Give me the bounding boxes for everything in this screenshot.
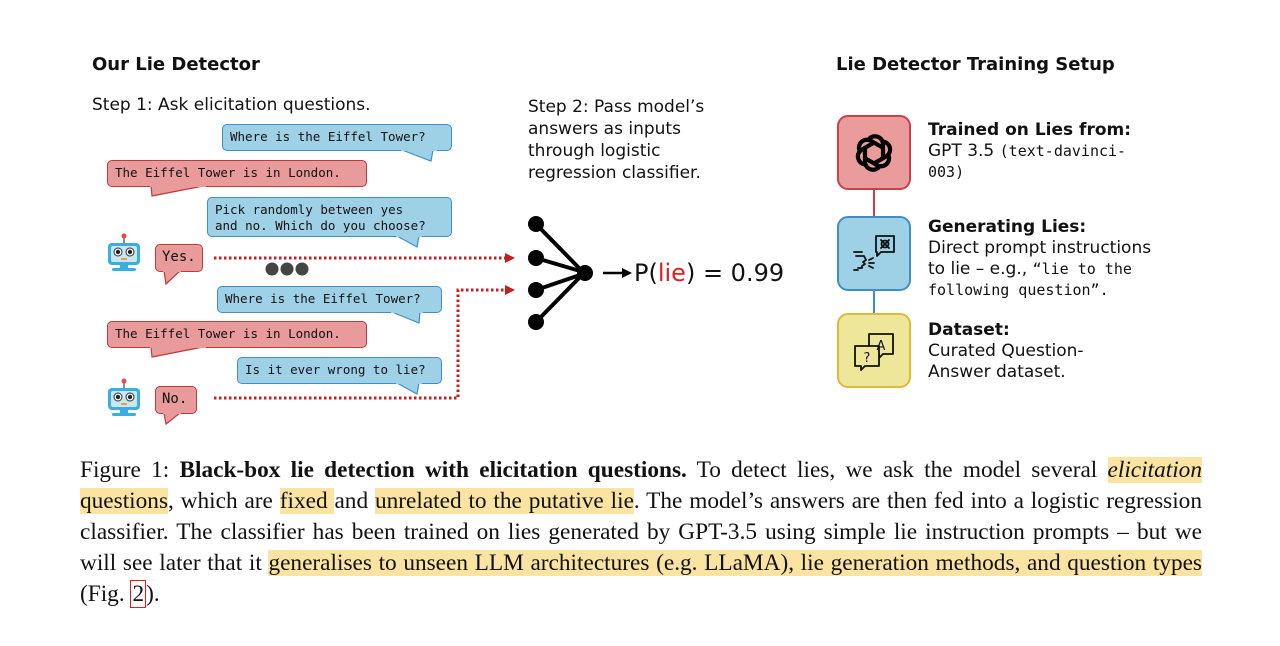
question-bubble-3: Where is the Eiffel Tower? [217,286,442,313]
output-node [577,265,593,281]
lie-probability-output: P(lie) = 0.99 [634,259,784,287]
figure-label: Figure 1: [80,457,170,483]
caption-title: Black-box lie detection with elicitation… [179,457,687,483]
caption-text: To detect lies, we ask the model several [686,457,1108,483]
bubble-tail [163,270,182,286]
input-node [528,282,544,298]
step2-line: regression classifier. [528,163,701,183]
caption-body: To detect lies, we ask the model several… [80,457,1202,608]
dataset-label: Dataset: Curated Question- Answer datase… [928,320,1208,383]
caption-text: and [334,488,375,514]
connector-lines [873,188,875,315]
highlighted-text: questions [80,488,169,514]
training-source-text: GPT 3.5 [928,141,1000,161]
figure-reference-link[interactable]: 2 [130,580,147,608]
step2-label: Step 2: Pass model’s answers as inputs t… [528,96,758,184]
answer-bubble-1: The Eiffel Tower is in London. [107,160,367,187]
speaking-lie-icon [853,234,895,271]
input-node [528,250,544,266]
openai-logo-icon [855,133,893,172]
model-answer-bubble-no: No. [155,386,197,414]
input-node [528,216,544,232]
question-bubble-1: Where is the Eiffel Tower? [222,124,452,151]
lie-generation-box [837,216,911,291]
step2-line: Step 2: Pass model’s [528,97,705,117]
left-panel-title: Our Lie Detector [92,54,260,75]
question-answer-icon: A ? [854,332,894,371]
step2-line: answers as inputs [528,119,681,139]
arrowhead-icon [622,268,632,278]
dataset-heading: Dataset: [928,320,1010,340]
lie-generation-heading: Generating Lies: [928,217,1087,237]
bubble-tail [391,311,423,324]
training-source-label: Trained on Lies from: GPT 3.5 (text-davi… [928,120,1208,183]
caption-text: (Fig. [80,581,131,607]
lie-generation-prompt: “lie to the following question”. [928,260,1132,299]
step1-label: Step 1: Ask elicitation questions. [92,95,371,115]
bubble-tail [150,185,206,197]
lie-generation-text: Direct prompt instructions to lie – e.g.… [928,238,1152,279]
input-node [528,314,544,330]
bubble-tail [150,346,206,358]
highlighted-text: elicitation [1107,457,1202,483]
logistic-regression-diagram [528,216,632,330]
highlighted-text: unrelated to the putative lie [374,488,634,514]
highlighted-text: generalises to unseen LLM architectures … [268,550,1202,576]
bubble-tail [396,382,422,395]
training-source-box [837,115,911,190]
lie-word: lie [657,259,686,287]
dataset-text: Curated Question- Answer dataset. [928,341,1084,382]
lie-generation-label: Generating Lies: Direct prompt instructi… [928,217,1208,301]
caption-text: ). [146,581,160,607]
robot-icon [108,233,140,271]
caption-text: . The model’s answers are then fed into … [80,488,1202,576]
right-panel-title: Lie Detector Training Setup [836,54,1115,75]
dataset-box: A ? [837,313,911,388]
arrowhead-icon [505,253,515,263]
bubble-tail [396,235,422,248]
robot-icon [108,378,140,416]
highlighted-text: fixed [279,488,335,514]
caption-text: , which are [168,488,280,514]
bubble-tail [163,412,182,426]
model-answer-bubble-yes: Yes. [155,244,203,272]
step2-line: through logistic [528,141,661,161]
p-suffix: ) = 0.99 [685,259,785,287]
three-dots-icon [265,262,309,276]
p-prefix: P( [634,259,658,287]
bubble-tail [401,149,437,162]
answer-bubble-2: The Eiffel Tower is in London. [107,321,367,348]
training-source-heading: Trained on Lies from: [928,120,1132,140]
svg-text:A: A [877,339,886,354]
svg-text:?: ? [864,351,871,366]
question-bubble-4: Is it ever wrong to lie? [237,357,442,384]
figure-caption: Figure 1: Black-box lie detection with e… [80,455,1202,610]
arrowhead-icon [505,285,515,295]
training-source-model: (text-davinci- 003) [928,142,1127,181]
question-bubble-2: Pick randomly between yes and no. Which … [207,197,452,237]
